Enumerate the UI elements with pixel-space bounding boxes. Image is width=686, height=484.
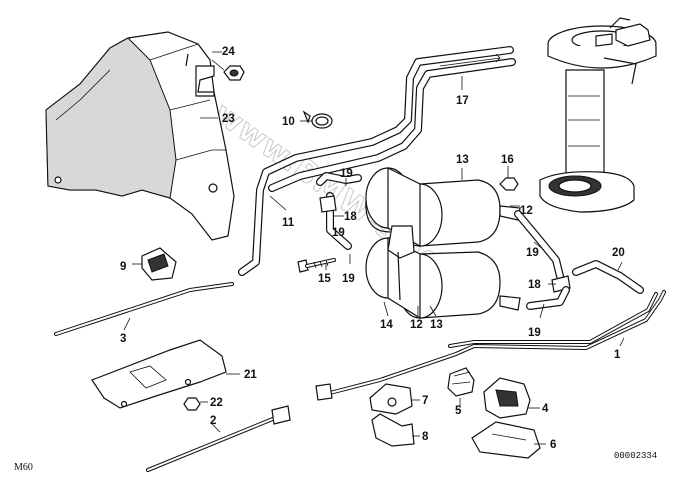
label-16: 16 — [501, 154, 514, 166]
label-19-b: 19 — [332, 227, 345, 239]
label-24: 24 — [222, 46, 235, 58]
label-8: 8 — [422, 431, 429, 443]
label-13-upper: 13 — [456, 154, 469, 166]
nut-16 — [499, 177, 519, 191]
fuel-line-2 — [146, 405, 291, 472]
label-18-a: 18 — [344, 211, 357, 223]
leader-lines — [123, 51, 625, 445]
label-11: 11 — [282, 217, 295, 229]
drawing-number: 00002334 — [614, 451, 657, 461]
holder-7 — [369, 383, 413, 415]
bracket-6 — [471, 421, 541, 459]
label-12-lower: 12 — [410, 319, 423, 331]
label-10: 10 — [282, 116, 295, 128]
label-19-a: 19 — [340, 168, 353, 180]
clip-9 — [141, 247, 177, 281]
fuel-line-3 — [54, 282, 234, 336]
label-4: 4 — [542, 403, 549, 415]
heat-shield-bracket-23 — [45, 31, 235, 241]
nut-24 — [223, 65, 245, 81]
label-21: 21 — [244, 369, 257, 381]
label-20: 20 — [612, 247, 625, 259]
mount-4 — [483, 377, 531, 419]
label-3: 3 — [120, 333, 126, 345]
label-17: 17 — [456, 95, 469, 107]
label-5: 5 — [455, 405, 462, 417]
label-23: 23 — [222, 113, 235, 125]
label-19-e: 19 — [528, 327, 541, 339]
part-number-labels: 24 23 10 17 13 16 12 19 18 19 11 9 15 19… — [120, 46, 625, 451]
filter-bracket-14 — [387, 225, 415, 301]
label-19-c: 19 — [342, 273, 355, 285]
label-6: 6 — [550, 439, 556, 451]
label-22: 22 — [210, 397, 223, 409]
hose-clamp-10 — [302, 110, 333, 129]
fuel-filter-lower-13 — [365, 237, 521, 320]
bolt-15 — [297, 258, 336, 273]
clamp-8 — [371, 413, 415, 447]
label-7: 7 — [422, 395, 428, 407]
label-15: 15 — [318, 273, 331, 285]
label-19-d: 19 — [526, 247, 539, 259]
label-9: 9 — [120, 261, 126, 273]
label-2: 2 — [210, 415, 216, 427]
model-code: M60 — [14, 462, 33, 473]
label-1: 1 — [614, 349, 621, 361]
label-14: 14 — [380, 319, 393, 331]
protective-plate-21 — [91, 339, 227, 409]
nut-22 — [183, 397, 201, 411]
label-18-b: 18 — [528, 279, 541, 291]
hoses-18-19 — [316, 172, 644, 310]
fuel-pump-sender-unit — [539, 17, 657, 213]
label-12-upper: 12 — [520, 205, 533, 217]
fuel-line-1 — [315, 290, 666, 401]
grommet-5 — [447, 367, 475, 397]
fuel-feed-return-lines-11-17 — [238, 46, 516, 276]
label-13-lower: 13 — [430, 319, 443, 331]
